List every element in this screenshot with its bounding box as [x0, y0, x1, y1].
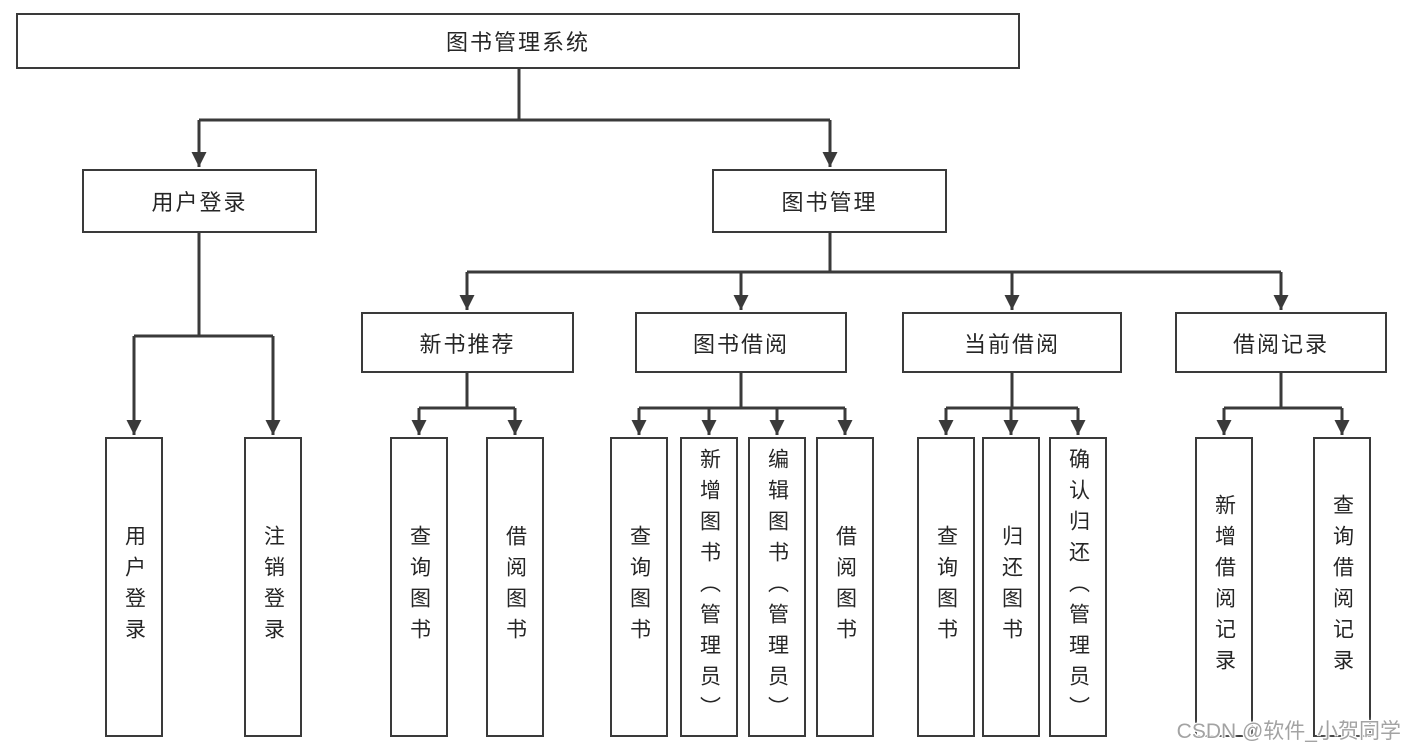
leaf-current-return-label: 归还图书: [999, 525, 1023, 649]
leaf-borrow-edit-admin-label: 编辑图书（管理员）: [765, 447, 789, 727]
leaf-records-add-label: 新增借阅记录: [1212, 494, 1236, 680]
leaf-borrow-query: 查询图书: [610, 437, 668, 737]
node-root: 图书管理系统: [16, 13, 1020, 69]
leaf-borrow-add-admin-label: 新增图书（管理员）: [697, 447, 721, 727]
leaf-records-query-label: 查询借阅记录: [1330, 494, 1354, 680]
leaf-newbooks-borrow: 借阅图书: [486, 437, 544, 737]
node-book-borrowing: 图书借阅: [635, 312, 847, 373]
node-current-borrowing-label: 当前借阅: [963, 331, 1060, 357]
node-user-login: 用户登录: [82, 169, 317, 233]
leaf-current-confirm-admin-label: 确认归还（管理员）: [1066, 447, 1090, 727]
leaf-records-query: 查询借阅记录: [1313, 437, 1371, 737]
leaf-current-confirm-admin: 确认归还（管理员）: [1049, 437, 1107, 737]
leaf-borrow-book: 借阅图书: [816, 437, 874, 737]
node-user-login-label: 用户登录: [151, 190, 248, 215]
node-current-borrowing: 当前借阅: [902, 312, 1122, 373]
leaf-newbooks-query: 查询图书: [390, 437, 448, 737]
leaf-borrow-query-label: 查询图书: [627, 525, 651, 649]
node-borrowing-records-label: 借阅记录: [1232, 331, 1329, 357]
leaf-logout: 注销登录: [244, 437, 302, 737]
leaf-user-login-label: 用户登录: [122, 525, 146, 649]
node-root-label: 图书管理系统: [445, 30, 590, 55]
leaf-current-query: 查询图书: [917, 437, 975, 737]
leaf-newbooks-query-label: 查询图书: [407, 525, 431, 649]
leaf-logout-label: 注销登录: [261, 525, 285, 649]
leaf-newbooks-borrow-label: 借阅图书: [503, 525, 527, 649]
node-new-book-recommend-label: 新书推荐: [419, 331, 516, 357]
leaf-current-return: 归还图书: [982, 437, 1040, 737]
leaf-borrow-edit-admin: 编辑图书（管理员）: [748, 437, 806, 737]
node-borrowing-records: 借阅记录: [1175, 312, 1387, 373]
leaf-records-add: 新增借阅记录: [1195, 437, 1253, 737]
node-book-management: 图书管理: [712, 169, 947, 233]
leaf-current-query-label: 查询图书: [934, 525, 958, 649]
leaf-user-login: 用户登录: [105, 437, 163, 737]
node-book-management-label: 图书管理: [781, 190, 878, 215]
leaf-borrow-book-label: 借阅图书: [833, 525, 857, 649]
node-new-book-recommend: 新书推荐: [361, 312, 574, 373]
watermark: CSDN @软件_小贺同学: [1176, 720, 1401, 743]
node-book-borrowing-label: 图书借阅: [692, 331, 789, 357]
leaf-borrow-add-admin: 新增图书（管理员）: [680, 437, 738, 737]
